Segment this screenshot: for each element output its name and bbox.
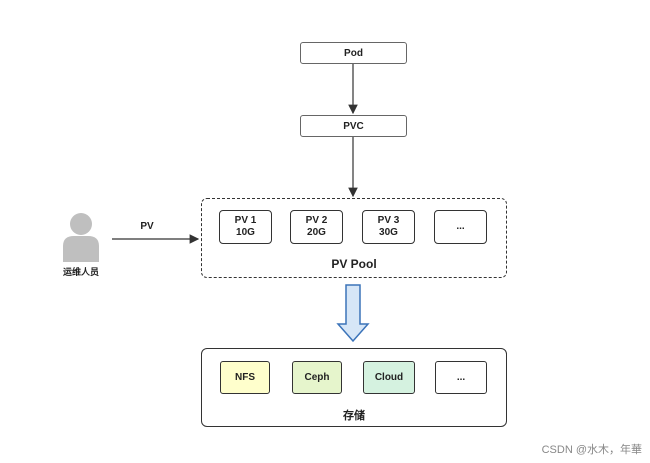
watermark: CSDN @水木，年華 (541, 444, 642, 456)
admin-label: 运维人员 (62, 267, 99, 277)
pv-volume-size: 30G (379, 227, 398, 238)
pv-arrow-label: PV (140, 221, 154, 232)
storage-backend-ceph: Ceph (292, 361, 342, 394)
pv-volume-name: PV 2 (305, 215, 328, 226)
pv-volume-name: PV 3 (377, 215, 400, 226)
storage-backend-more: ... (435, 361, 487, 394)
pv-volume-name: ... (456, 221, 465, 232)
storage-backend-cloud: Cloud (363, 361, 415, 394)
pv-pool-label: PV Pool (331, 257, 377, 271)
pod-node: Pod (300, 42, 407, 64)
pv-volume-size: 20G (307, 227, 326, 238)
storage-container (201, 348, 507, 427)
pv-volume: PV 1 10G (219, 210, 272, 244)
pv-volume-size: 10G (236, 227, 255, 238)
pv-volume: PV 3 30G (362, 210, 415, 244)
pvc-node: PVC (300, 115, 407, 137)
pv-volume-name: PV 1 (234, 215, 257, 226)
pv-volume-more: ... (434, 210, 487, 244)
pv-volume: PV 2 20G (290, 210, 343, 244)
storage-backend-nfs: NFS (220, 361, 270, 394)
storage-label: 存储 (343, 410, 365, 422)
pool-to-storage-arrow (336, 284, 370, 343)
person-icon (63, 213, 99, 262)
pv-pool-container (201, 198, 507, 278)
